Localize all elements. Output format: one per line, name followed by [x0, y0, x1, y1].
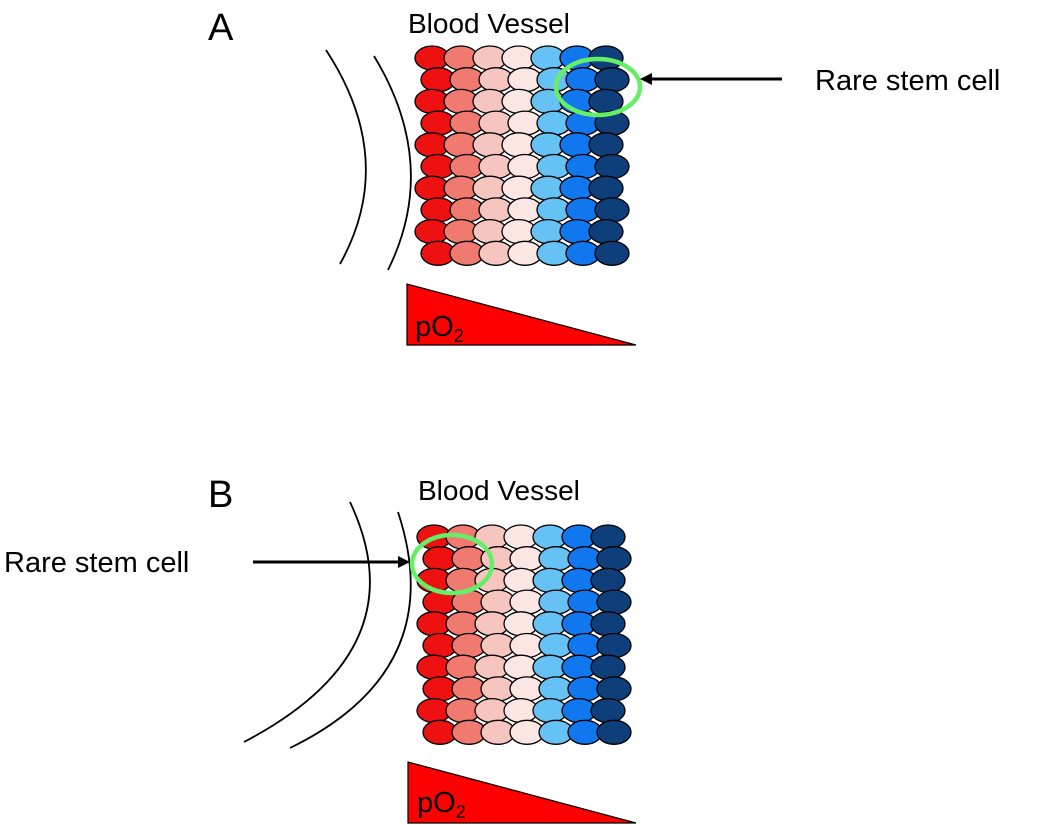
cell	[588, 175, 624, 201]
panel-a-po2-gradient-wedge	[406, 283, 637, 346]
panel-a-vessel-label: Blood Vessel	[408, 8, 570, 39]
panel-a: A Blood Vessel Rare stem cell pO2	[208, 7, 1000, 346]
panel-b-po2-gradient-wedge	[407, 761, 637, 824]
panel-a-vessel-wall-inner	[373, 55, 412, 271]
cell	[596, 589, 632, 615]
cell	[590, 567, 626, 594]
cell	[596, 632, 632, 659]
panel-a-vessel-wall-outer	[325, 49, 367, 265]
cell	[596, 546, 632, 572]
cell	[594, 67, 630, 93]
panel-b-cell-grid	[416, 524, 632, 745]
panel-b-vessel-wall-outer	[243, 501, 371, 743]
cell	[590, 611, 626, 637]
panel-b-vessel-label: Blood Vessel	[418, 475, 580, 506]
panel-b: B Blood Vessel Rare stem cell pO2	[4, 474, 637, 824]
cell	[594, 197, 630, 223]
panel-a-arrowhead	[640, 73, 652, 85]
panel-a-cell-grid	[414, 45, 630, 266]
cell	[590, 697, 626, 724]
panel-b-callout-label: Rare stem cell	[4, 547, 189, 579]
panel-a-stem-cell-marker	[553, 56, 643, 118]
cell	[588, 218, 624, 245]
cell	[590, 654, 626, 680]
panel-b-vessel-wall-inner	[289, 511, 412, 749]
panel-b-po2-label: pO2	[417, 787, 466, 822]
cell	[588, 132, 624, 158]
cell	[596, 719, 632, 745]
cell	[594, 240, 630, 266]
panel-a-callout-label: Rare stem cell	[815, 65, 1000, 97]
cell	[590, 524, 626, 550]
panel-b-stem-cell-marker	[409, 532, 495, 596]
panel-b-arrowhead	[398, 556, 410, 568]
panel-a-letter: A	[208, 7, 234, 49]
cell	[596, 676, 632, 702]
panel-a-po2-label: pO2	[415, 311, 464, 346]
panel-b-letter: B	[208, 474, 233, 516]
cell	[594, 153, 630, 180]
